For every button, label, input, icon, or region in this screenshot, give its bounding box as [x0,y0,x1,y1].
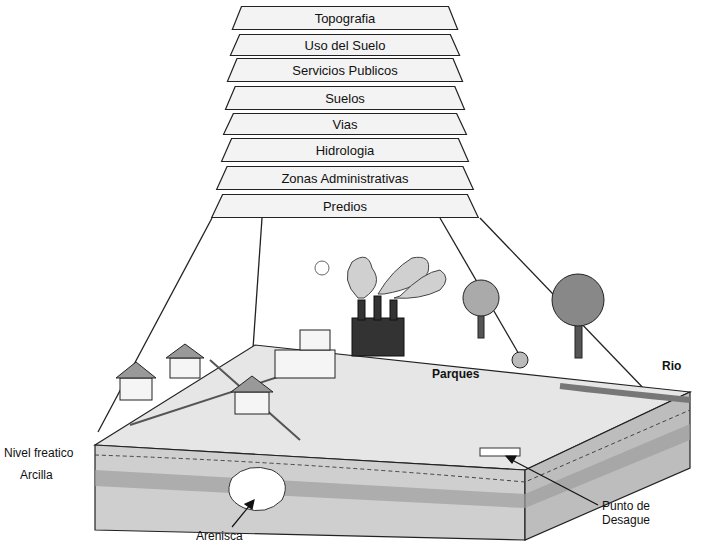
map-layer: Vias [221,113,469,135]
map-layer: Zonas Administrativas [214,166,476,190]
layer-name: Zonas Administrativas [281,171,408,186]
layer-name: Vias [332,117,357,132]
layer-name: Uso del Suelo [305,38,386,53]
map-label: Punto de Desague [602,500,680,528]
map-layer: Servicios Publicos [225,58,465,82]
layer-name: Predios [323,199,367,214]
layer-name: Topografia [315,11,376,26]
map-label: Nivel freatico [4,447,73,461]
map-layer: Uso del Suelo [228,34,462,56]
map-label: Parques [432,368,479,382]
layer-name: Servicios Publicos [292,63,398,78]
map-label: Rio [662,360,681,374]
map-layer: Topografia [230,6,460,30]
map-label: Arenisca [196,530,243,544]
map-label: Arcilla [20,469,53,483]
layer-name: Suelos [325,91,365,106]
map-layer: Suelos [223,86,467,110]
map-layer: Hidrologia [219,138,471,162]
layer-name: Hidrologia [316,143,375,158]
map-layer: Predios [209,194,481,218]
